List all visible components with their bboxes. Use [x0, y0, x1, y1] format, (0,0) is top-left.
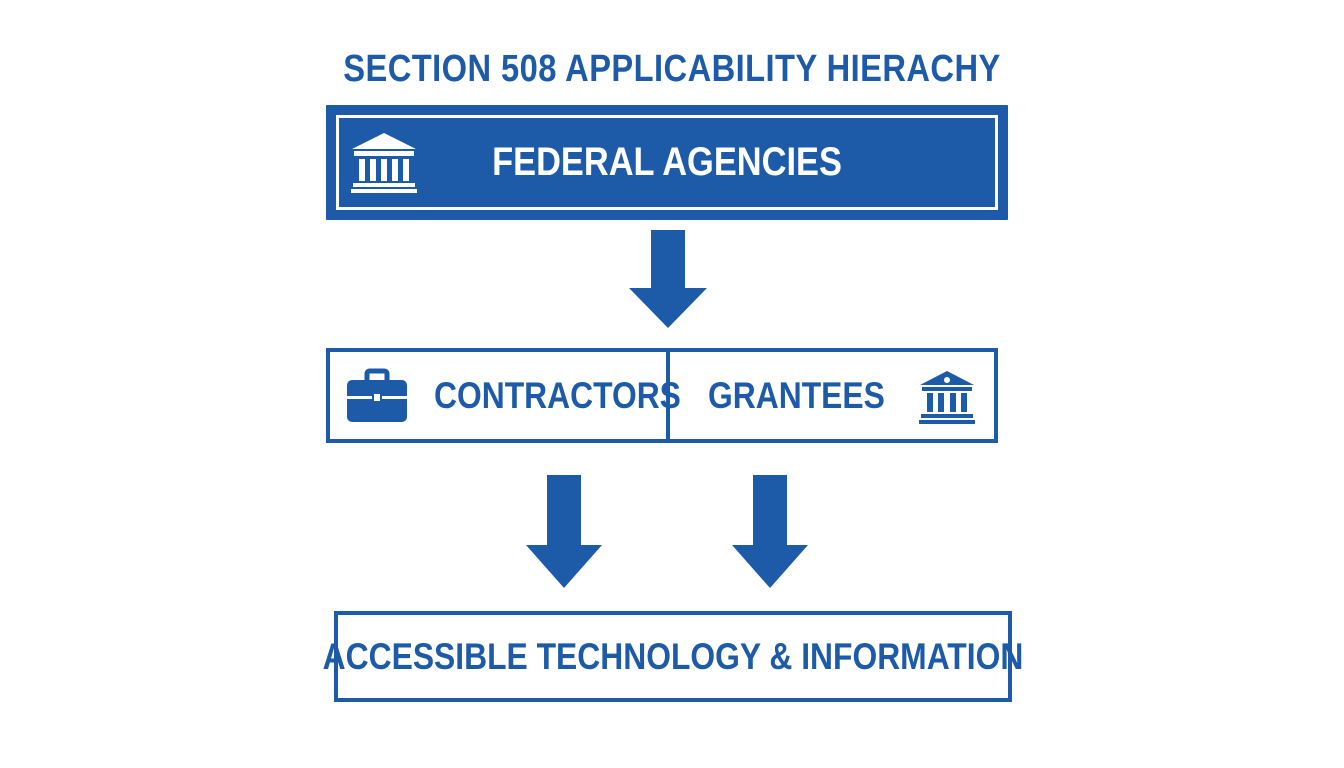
arrow-down-icon	[732, 475, 808, 588]
contractors-grantees-node: CONTRACTORS GRANTEES	[326, 348, 998, 443]
arrow-down-icon	[526, 475, 602, 588]
federal-agencies-inner-frame	[336, 115, 998, 210]
accessible-technology-label: ACCESSIBLE TECHNOLOGY & INFORMATION	[322, 635, 1024, 677]
grantees-label: GRANTEES	[708, 374, 885, 416]
contractors-label: CONTRACTORS	[434, 374, 681, 416]
institution-icon	[919, 371, 975, 424]
government-building-icon	[351, 133, 417, 193]
briefcase-icon	[347, 368, 407, 422]
accessible-technology-node: ACCESSIBLE TECHNOLOGY & INFORMATION	[322, 611, 1024, 702]
arrow-down-icon	[629, 230, 707, 328]
diagram-title: SECTION 508 APPLICABILITY HIERACHY	[343, 48, 1001, 90]
federal-agencies-label: FEDERAL AGENCIES	[492, 140, 842, 184]
node-divider	[666, 352, 670, 439]
federal-agencies-node: FEDERAL AGENCIES	[326, 105, 1008, 220]
